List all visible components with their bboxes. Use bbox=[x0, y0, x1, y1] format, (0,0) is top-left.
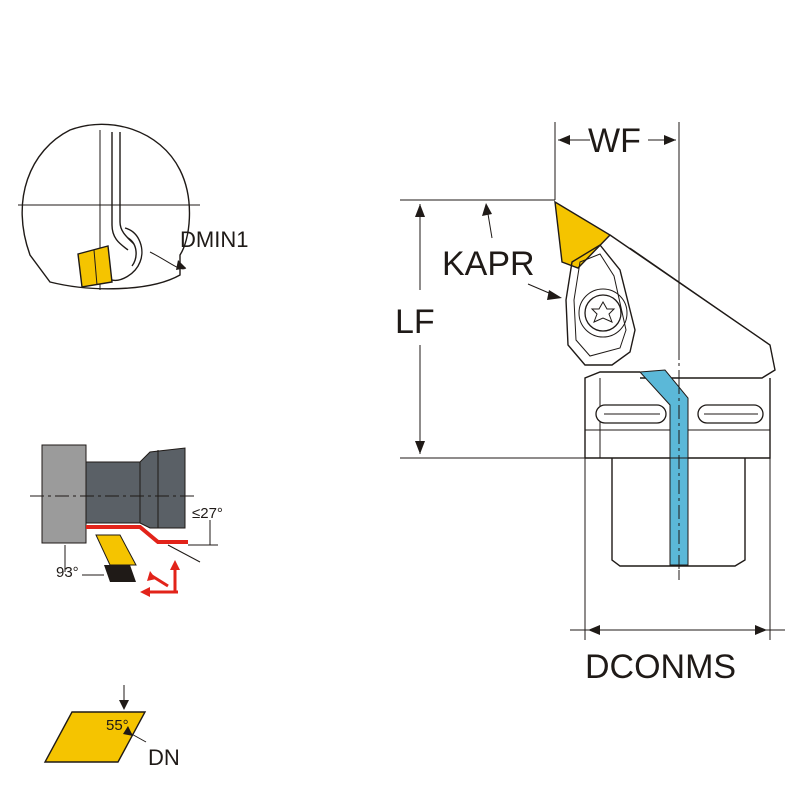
insert-angle-label: 55° bbox=[106, 717, 129, 734]
lf-label: LF bbox=[395, 303, 435, 341]
feed-direction-arrows bbox=[140, 560, 180, 597]
wf-label: WF bbox=[588, 122, 641, 160]
main-tool-view: WF LF KAPR bbox=[395, 122, 785, 686]
dmin1-label: DMIN1 bbox=[180, 227, 248, 252]
tool-body bbox=[85, 447, 186, 529]
insert-shape-detail: 55° DN bbox=[43, 685, 180, 770]
rhombic-insert bbox=[43, 711, 147, 763]
dconms-label: DCONMS bbox=[585, 648, 736, 686]
kapr-label: KAPR bbox=[442, 245, 535, 283]
dn-label: DN bbox=[148, 745, 180, 770]
main-insert bbox=[554, 200, 612, 269]
dmin1-detail: DMIN1 bbox=[18, 123, 248, 290]
feed-path bbox=[86, 525, 188, 544]
profile-insert bbox=[95, 534, 137, 566]
shank bbox=[41, 444, 87, 544]
torx-screw bbox=[584, 294, 622, 332]
profile-detail: ≤27° 93° bbox=[30, 444, 223, 597]
main-shank bbox=[611, 458, 746, 567]
ramp-angle-label: ≤27° bbox=[192, 505, 223, 522]
lead-angle-label: 93° bbox=[56, 564, 79, 581]
clamp-screw-seat bbox=[565, 244, 636, 366]
